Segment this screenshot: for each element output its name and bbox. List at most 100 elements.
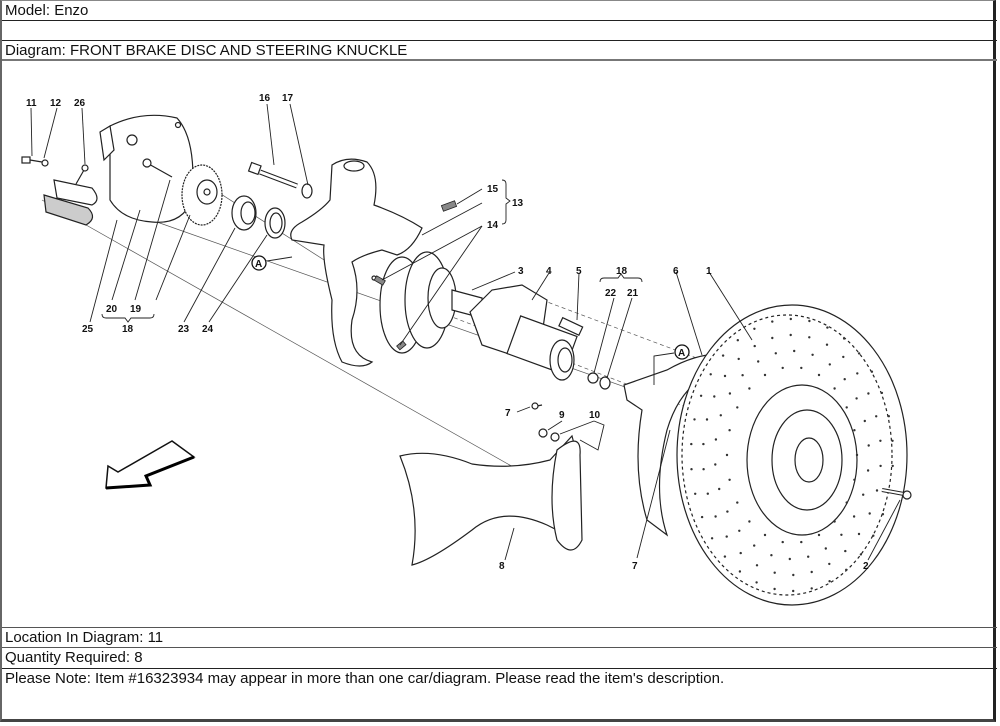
drill-hole	[713, 395, 716, 398]
callout-14: 14	[487, 220, 499, 231]
drill-hole	[811, 353, 814, 356]
knuckle-bolt	[247, 161, 313, 199]
callout-labels: 11 12 26 16 17 15 13 14 3 4 5 18 22 21 6…	[26, 93, 869, 572]
callout-21: 21	[627, 288, 639, 299]
brake-pads	[43, 179, 98, 226]
drill-hole	[737, 357, 740, 361]
callout-25: 25	[82, 324, 94, 335]
spring-pin	[373, 200, 458, 351]
drill-hole	[781, 540, 784, 544]
callout-17: 17	[282, 93, 294, 104]
drill-hole	[792, 589, 795, 593]
drill-hole	[833, 520, 836, 523]
caliper-bracket	[99, 114, 194, 223]
drill-hole	[870, 370, 874, 373]
drill-hole	[788, 557, 791, 561]
callout-13: 13	[512, 198, 524, 209]
drill-hole	[856, 372, 859, 375]
drill-hole	[842, 337, 846, 340]
drill-hole	[828, 562, 831, 566]
drill-hole	[725, 453, 729, 457]
drill-hole	[800, 540, 803, 544]
callout-20: 20	[106, 304, 118, 315]
drill-hole	[736, 406, 739, 409]
drill-hole	[845, 406, 848, 409]
callout-11: 11	[26, 98, 37, 109]
shield-screw	[531, 402, 543, 410]
drill-hole	[867, 444, 870, 447]
drill-hole	[881, 513, 885, 516]
callout-5: 5	[576, 266, 582, 277]
washer-10	[550, 432, 560, 442]
screw-26	[75, 164, 89, 185]
wheel-hub	[469, 284, 578, 381]
callout-9: 9	[559, 410, 565, 421]
callout-8: 8	[499, 561, 505, 572]
drill-hole	[738, 570, 742, 573]
drill-hole	[706, 492, 709, 495]
drill-hole	[852, 515, 856, 518]
drill-hole	[700, 515, 704, 519]
drill-hole	[845, 501, 848, 504]
drill-hole	[757, 360, 760, 363]
drill-hole	[863, 419, 866, 423]
drill-hole	[694, 492, 697, 495]
callout-18-left: 18	[122, 324, 134, 335]
drill-hole	[793, 349, 796, 353]
drill-hole	[879, 439, 882, 442]
drill-hole	[748, 520, 751, 523]
drill-hole	[887, 415, 890, 418]
pin-20	[142, 158, 173, 178]
drill-hole	[833, 387, 836, 390]
drill-hole	[721, 354, 725, 357]
callout-2: 2	[863, 561, 869, 572]
drill-hole	[702, 442, 705, 446]
drill-hole	[845, 568, 848, 571]
drill-hole	[875, 489, 879, 492]
svg-text:A: A	[678, 348, 685, 359]
drill-hole	[753, 327, 756, 330]
drill-hole	[739, 551, 742, 555]
drill-hole	[857, 352, 861, 355]
drill-hole	[872, 534, 875, 537]
drill-hole	[771, 320, 774, 323]
drill-hole	[741, 374, 744, 377]
direction-arrow-icon	[105, 440, 196, 490]
drill-hole	[800, 366, 803, 370]
drill-hole	[891, 439, 894, 442]
drill-hole	[842, 355, 845, 359]
drill-hole	[723, 374, 727, 378]
drill-hole	[736, 501, 739, 504]
drill-hole	[728, 478, 731, 481]
drill-hole	[718, 487, 721, 491]
drill-hole	[853, 429, 856, 432]
drill-hole	[748, 387, 751, 390]
drill-hole	[702, 468, 705, 471]
drill-hole	[855, 453, 859, 457]
drill-hole	[817, 373, 821, 377]
drill-hole	[789, 333, 792, 337]
drill-hole	[868, 512, 871, 515]
nut-9	[538, 428, 548, 438]
callout-3: 3	[518, 266, 524, 277]
callout-4: 4	[546, 266, 552, 277]
nut-washer-pair	[587, 372, 611, 390]
drill-hole	[719, 414, 722, 417]
parts-diagram: A A	[2, 62, 997, 627]
leader-lines	[30, 103, 901, 561]
drill-hole	[736, 339, 739, 342]
drill-hole	[859, 553, 863, 556]
drill-hole	[810, 587, 813, 590]
drill-hole	[828, 363, 831, 366]
wheel-bearing	[404, 251, 483, 349]
drill-hole	[789, 317, 792, 321]
drill-hole	[810, 570, 813, 574]
drill-hole	[792, 573, 795, 577]
drill-hole	[826, 326, 829, 329]
drill-hole	[855, 397, 858, 400]
drill-hole	[862, 493, 865, 496]
brake-disc	[676, 304, 908, 606]
drill-hole	[875, 415, 878, 418]
drill-hole	[763, 373, 767, 377]
